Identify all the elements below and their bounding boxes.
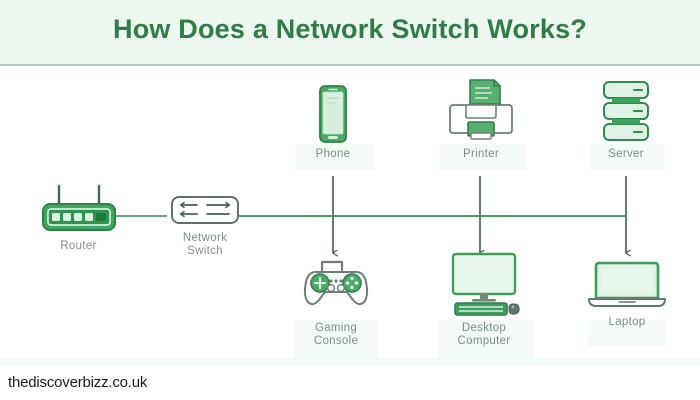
phone-icon xyxy=(315,84,351,144)
node-label-laptop: Laptop xyxy=(608,316,646,328)
node-network-switch[interactable]: Network Switch xyxy=(157,192,253,258)
page-title: How Does a Network Switch Works? xyxy=(113,14,587,44)
node-desktop-computer[interactable]: Desktop Computer xyxy=(434,252,534,348)
wash-laptop xyxy=(588,320,666,346)
connection-lines xyxy=(101,176,700,366)
laptop-icon xyxy=(586,260,668,312)
gaming-console-icon xyxy=(298,256,374,318)
wash-gaming xyxy=(294,320,378,358)
wash-server xyxy=(590,144,664,170)
node-label-gaming-console: Gaming Console xyxy=(313,322,359,347)
node-label-phone: Phone xyxy=(315,148,351,160)
node-label-router: Router xyxy=(60,240,97,252)
node-gaming-console[interactable]: Gaming Console xyxy=(292,256,380,348)
node-label-network-switch: Network Switch xyxy=(182,232,228,257)
wash-printer xyxy=(440,144,526,170)
router-icon xyxy=(39,184,119,236)
node-phone[interactable]: Phone xyxy=(296,84,370,161)
node-laptop[interactable]: Laptop xyxy=(584,260,670,329)
printer-icon xyxy=(444,78,518,144)
diagram-canvas: Router Network Switch xyxy=(0,66,700,366)
wash-bottom-strip xyxy=(0,358,700,366)
node-server[interactable]: Server xyxy=(590,80,662,161)
node-label-server: Server xyxy=(608,148,644,160)
node-label-printer: Printer xyxy=(463,148,499,160)
header-band: How Does a Network Switch Works? xyxy=(0,0,700,66)
network-switch-icon xyxy=(162,192,248,228)
footer-band xyxy=(0,366,700,400)
node-label-desktop-computer: Desktop Computer xyxy=(457,322,511,347)
desktop-computer-icon xyxy=(439,252,529,318)
node-router[interactable]: Router xyxy=(26,184,131,253)
wash-phone xyxy=(296,144,374,170)
watermark-text: thediscoverbizz.co.uk xyxy=(8,374,148,391)
wash-desktop xyxy=(438,320,534,358)
server-icon xyxy=(598,80,654,144)
node-printer[interactable]: Printer xyxy=(436,78,526,161)
